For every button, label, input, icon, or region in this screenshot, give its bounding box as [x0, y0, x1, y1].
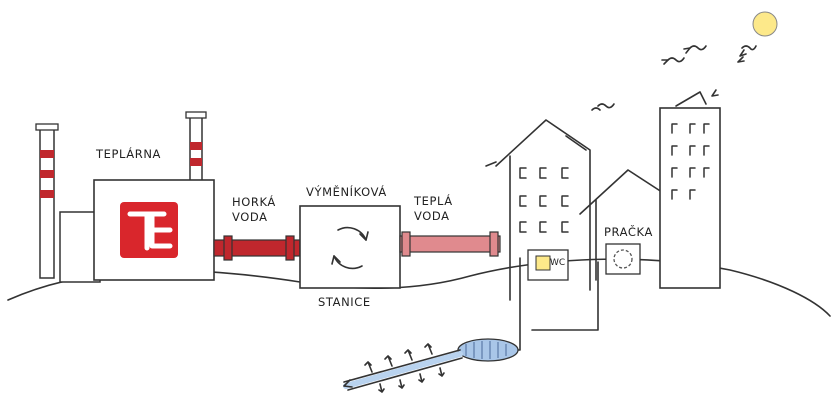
wc-icon: WC [528, 250, 568, 280]
label-tepla-2: VODA [414, 209, 450, 223]
sun-disc [753, 12, 777, 36]
ground-pipe [344, 350, 462, 390]
label-wc: WC [550, 258, 565, 268]
sun [753, 12, 777, 36]
label-pracka: PRAČKA [604, 224, 653, 239]
warm-water-pipe [400, 232, 500, 256]
storage-tank [458, 339, 518, 361]
label-tepla-1: TEPLÁ [413, 193, 453, 208]
label-horka-1: HORKÁ [232, 194, 276, 209]
te-logo-icon [120, 202, 178, 258]
tall-building [660, 92, 720, 288]
label-vymenikova: VÝMĚNÍKOVÁ [306, 184, 387, 199]
chimney-left [36, 124, 58, 278]
hot-water-pipe [214, 236, 300, 260]
washing-machine-icon [606, 244, 640, 274]
label-teplarna: TEPLÁRNA [95, 146, 161, 161]
sun-rays [592, 46, 756, 110]
exchanger-station [300, 206, 400, 288]
label-horka-2: VODA [232, 210, 268, 224]
label-stanice: STANICE [318, 295, 371, 309]
